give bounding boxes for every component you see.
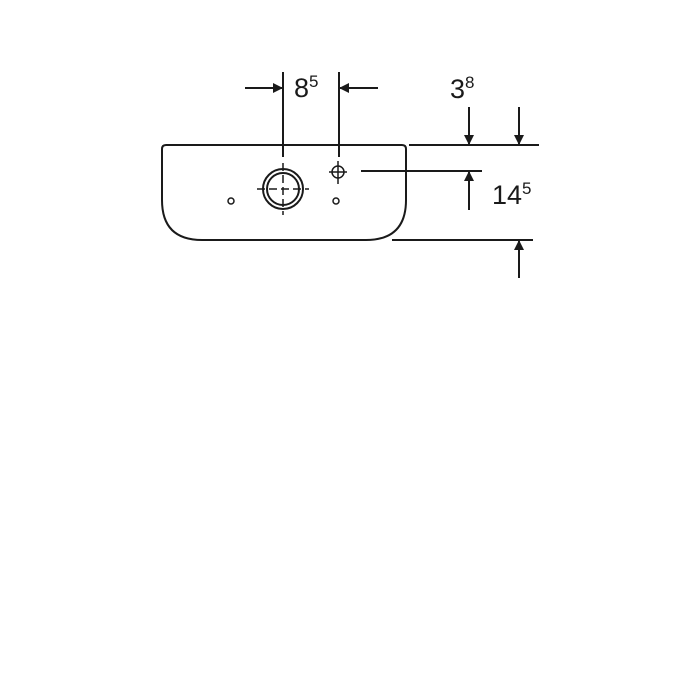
dim-height: 145 [492, 179, 532, 210]
fixing-hole-left [227, 197, 235, 205]
basin-outline [161, 144, 407, 241]
fixing-hole-right [332, 197, 340, 205]
dim-top-offset: 38 [450, 73, 475, 104]
dim-hole-spacing: 85 [294, 72, 319, 103]
